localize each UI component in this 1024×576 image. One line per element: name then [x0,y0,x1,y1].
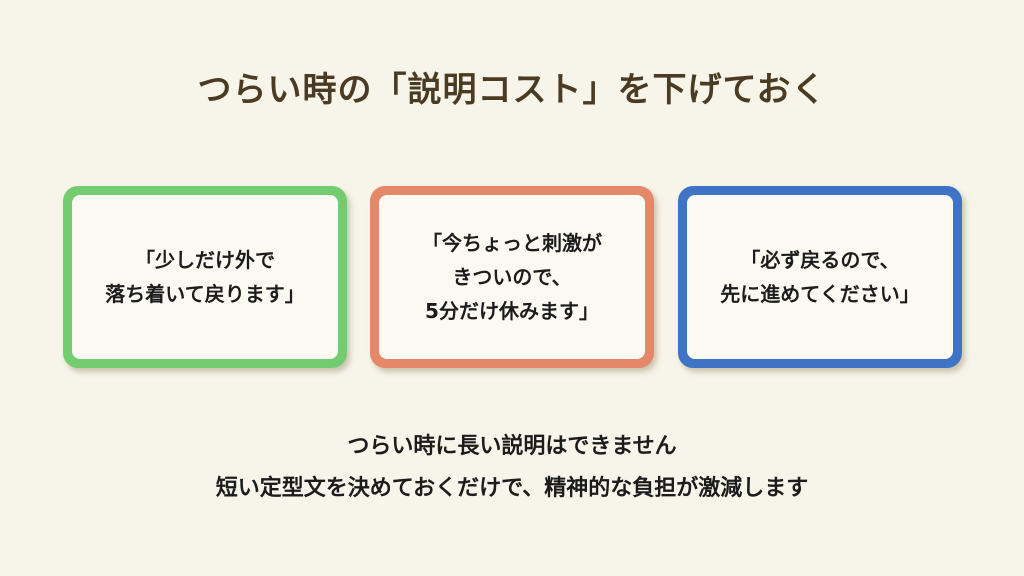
summary-line-2: 短い定型文を決めておくだけで、精神的な負担が激減します [215,476,809,501]
card-text: 「少しだけ外で 落ち着いて戻ります」 [105,248,305,306]
card-body: 「少しだけ外で 落ち着いて戻ります」 [72,195,338,359]
phrase-card-continue-without-me: 「必ず戻るので、 先に進めてください」 [678,186,962,368]
card-body: 「今ちょっと刺激が きついので、 5分だけ休みます」 [379,195,645,359]
card-body: 「必ず戻るので、 先に進めてください」 [687,195,953,359]
slide-title: つらい時の「説明コスト」を下げておく [197,70,827,110]
phrase-card-take-break: 「今ちょっと刺激が きついので、 5分だけ休みます」 [370,186,654,368]
phrase-card-step-out: 「少しだけ外で 落ち着いて戻ります」 [63,186,347,368]
card-text: 「今ちょっと刺激が きついので、 5分だけ休みます」 [422,231,602,323]
summary-line-1: つらい時に長い説明はできません [347,434,677,459]
card-text: 「必ず戻るので、 先に進めてください」 [720,248,920,306]
